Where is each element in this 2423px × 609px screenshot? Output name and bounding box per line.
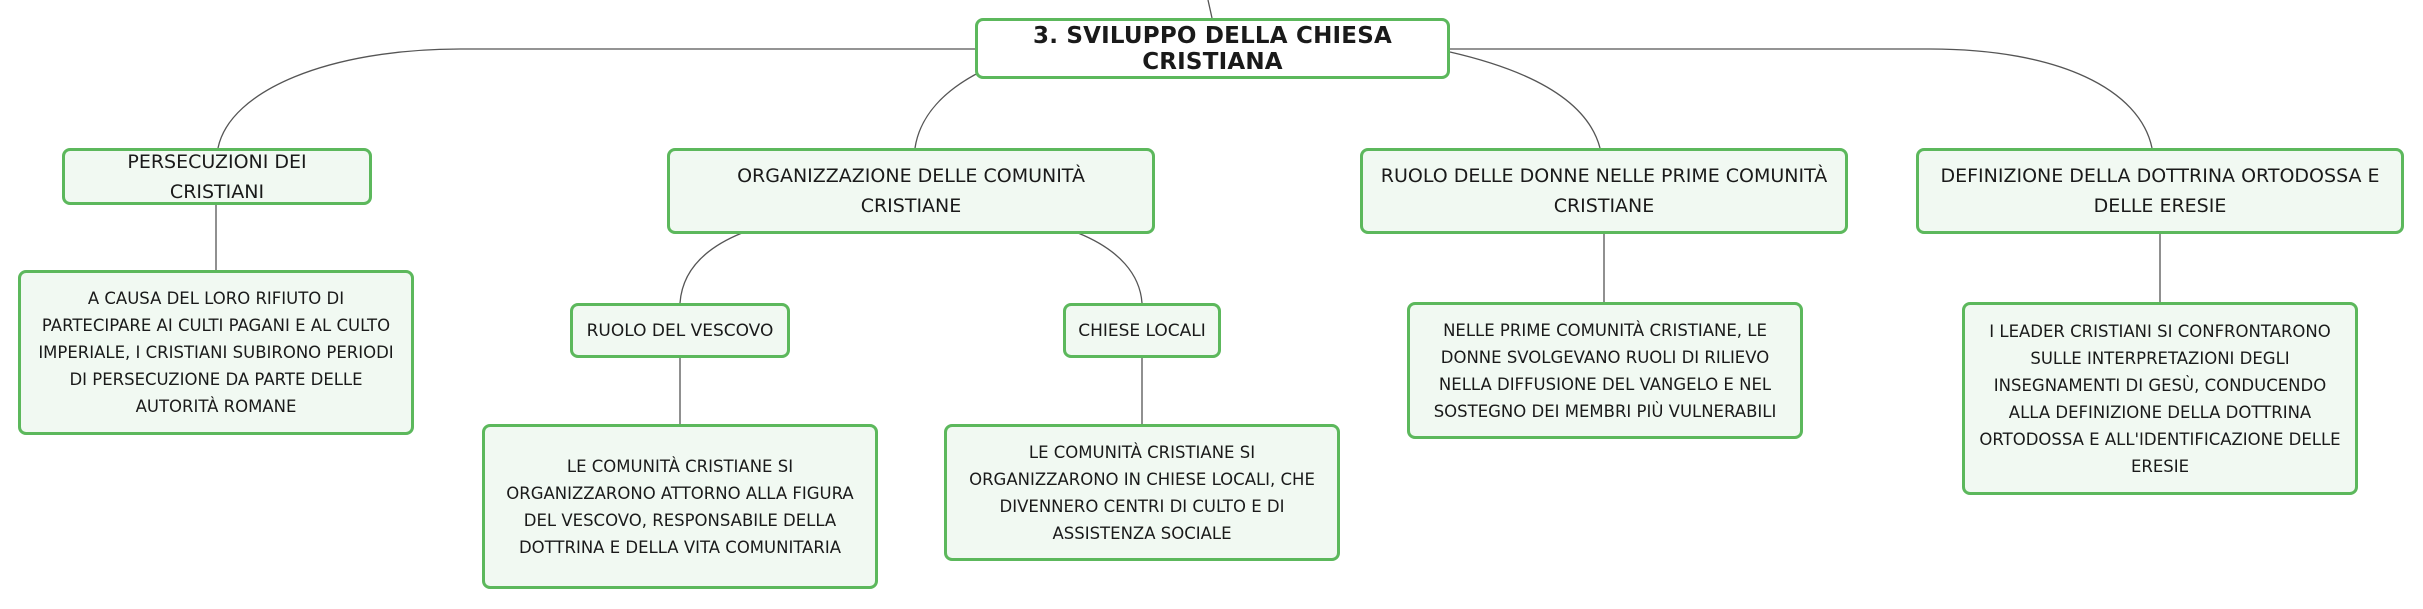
connector-root-organizzazione <box>914 71 981 149</box>
connector-organizzazione-vescovo <box>679 232 743 304</box>
connector-root-dottrina <box>1450 48 2153 149</box>
detail-ruolo-vescovo[interactable]: LE COMUNITÀ CRISTIANE SI ORGANIZZARONO A… <box>482 424 878 589</box>
subtopic-ruolo-vescovo[interactable]: RUOLO DEL VESCOVO <box>570 303 790 358</box>
topic-ruolo-donne[interactable]: RUOLO DELLE DONNE NELLE PRIME COMUNITÀ C… <box>1360 148 1848 234</box>
connector-root-donne <box>1449 51 1601 149</box>
connector-parent-stub <box>1207 0 1213 19</box>
subtopic-chiese-locali[interactable]: CHIESE LOCALI <box>1063 303 1221 358</box>
detail-persecuzioni[interactable]: A CAUSA DEL LORO RIFIUTO DI PARTECIPARE … <box>18 270 414 435</box>
topic-dottrina-eresie[interactable]: DEFINIZIONE DELLA DOTTRINA ORTODOSSA E D… <box>1916 148 2404 234</box>
detail-ruolo-donne[interactable]: NELLE PRIME COMUNITÀ CRISTIANE, LE DONNE… <box>1407 302 1803 439</box>
topic-persecuzioni[interactable]: PERSECUZIONI DEI CRISTIANI <box>62 148 372 205</box>
topic-organizzazione[interactable]: ORGANIZZAZIONE DELLE COMUNITÀ CRISTIANE <box>667 148 1155 234</box>
root-topic[interactable]: 3. SVILUPPO DELLA CHIESA CRISTIANA <box>975 18 1450 79</box>
detail-chiese-locali[interactable]: LE COMUNITÀ CRISTIANE SI ORGANIZZARONO I… <box>944 424 1340 561</box>
detail-dottrina-eresie[interactable]: I LEADER CRISTIANI SI CONFRONTARONO SULL… <box>1962 302 2358 495</box>
connector-organizzazione-chiese <box>1077 232 1143 304</box>
connector-root-persecuzioni <box>217 48 975 149</box>
